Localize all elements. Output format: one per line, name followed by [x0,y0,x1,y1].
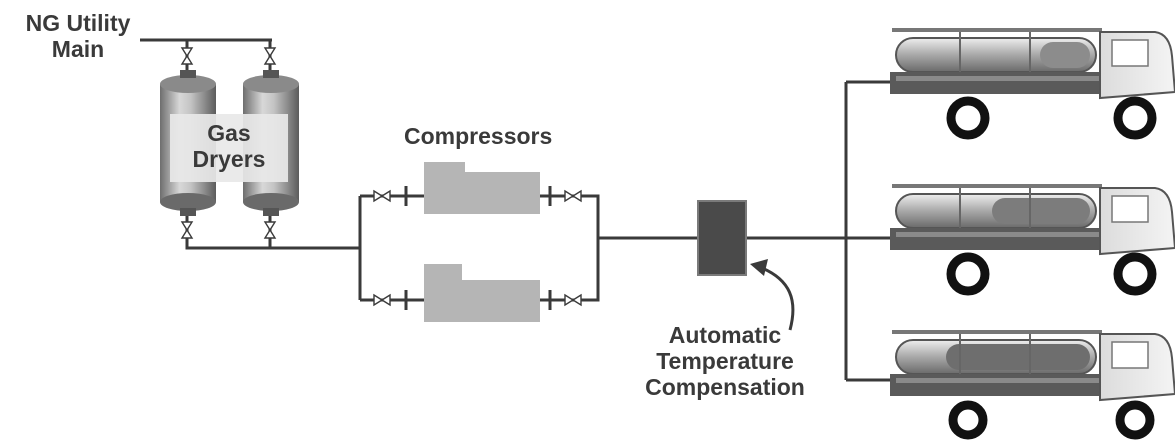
gas-dryers [160,70,299,216]
arrow-icon [750,259,795,331]
valve-icon [564,294,582,306]
atc-label-line3: Compensation [645,374,805,400]
source-label-line1: NG Utility [25,10,131,36]
compressors-label: Compressors [404,123,553,149]
flange-icons [404,186,552,310]
valve-icon [373,294,391,306]
compressor-bottom [424,264,540,322]
dryers-label-panel [170,114,288,182]
valve-icon [181,221,193,239]
truck-icon [890,330,1175,440]
dryers-label-line2: Dryers [192,146,266,172]
valve-icon [264,221,276,239]
atc-label-line1: Automatic [668,322,782,348]
compressor-top [424,162,540,214]
dryers-label: Gas Dryers [170,120,288,172]
atc-label-line2: Temperature [656,348,794,374]
atc-unit [697,200,747,276]
valve-icon [181,47,193,65]
source-label: NG Utility Main [8,10,148,62]
valve-icon [564,190,582,202]
valve-icon [373,190,391,202]
dryers-label-line1: Gas [207,120,251,146]
atc-label: Automatic Temperature Compensation [615,322,835,400]
truck-icon [890,28,1175,140]
valve-icon [264,47,276,65]
compressors [424,162,540,322]
truck-icon [890,184,1175,296]
source-label-line2: Main [51,36,105,62]
